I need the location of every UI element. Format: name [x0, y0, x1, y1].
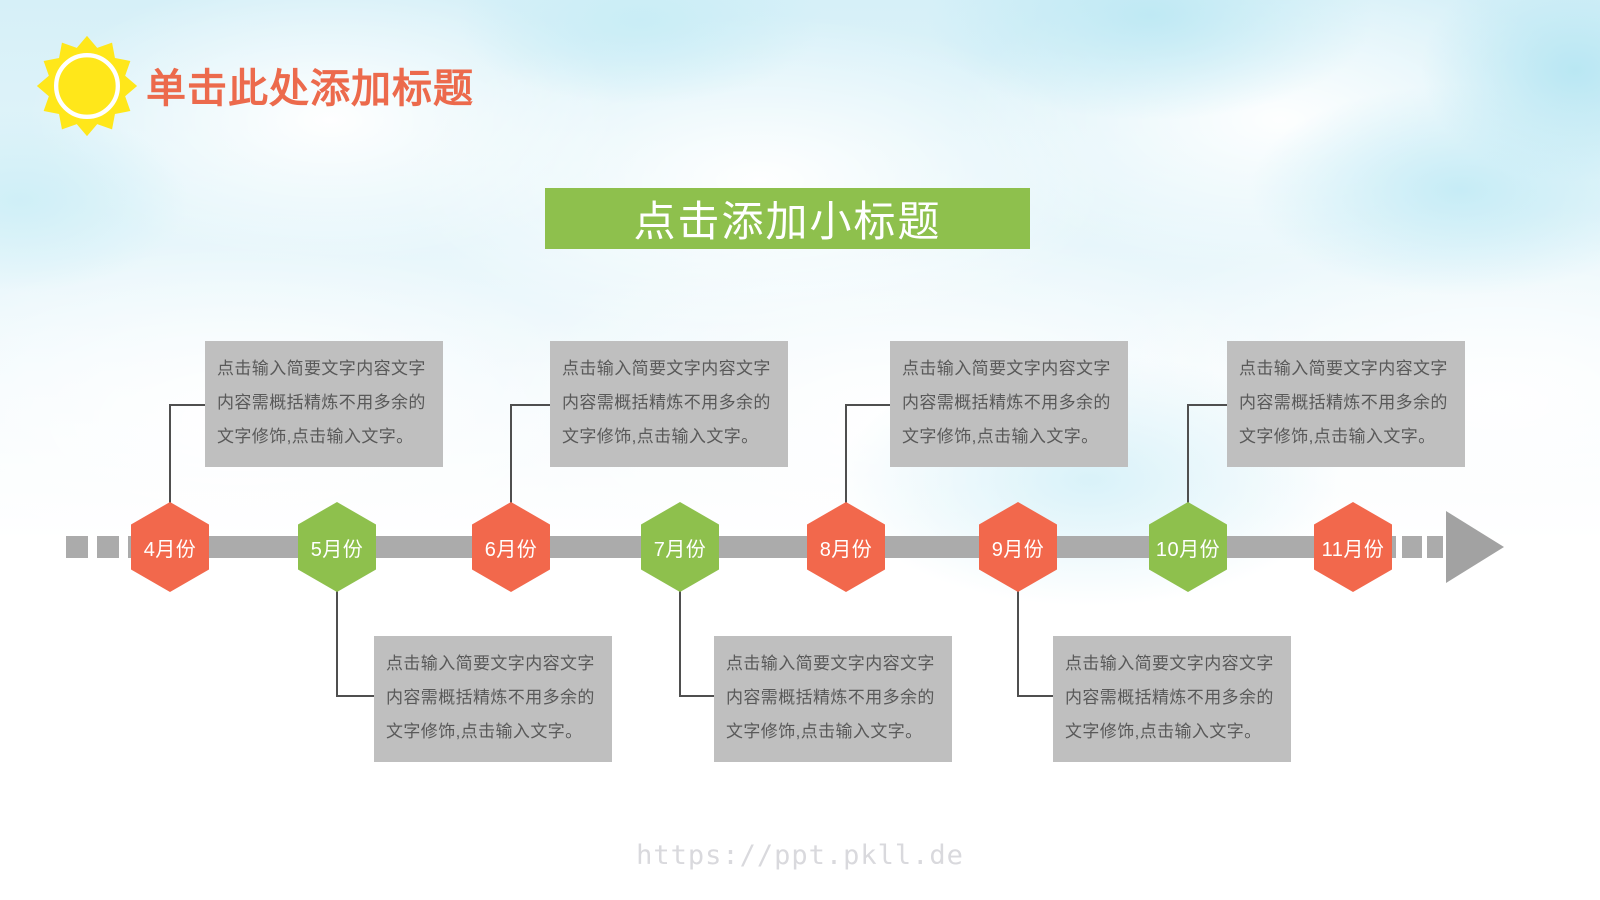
note-box-august[interactable]: 点击输入简要文字内容文字内容需概括精炼不用多余的文字修饰,点击输入文字。	[890, 341, 1128, 467]
connector-line	[1187, 404, 1189, 504]
milestone-hex-april[interactable]: 4月份	[131, 502, 209, 592]
milestone-label: 8月份	[819, 538, 873, 561]
timeline-dash	[97, 536, 119, 558]
milestone-hex-november[interactable]: 11月份	[1314, 502, 1392, 592]
milestone-label: 10月份	[1155, 538, 1221, 561]
subtitle-text: 点击添加小标题	[633, 198, 942, 245]
connector-line	[1017, 590, 1019, 697]
connector-line	[845, 404, 892, 406]
timeline-dash	[1427, 536, 1443, 558]
connector-line	[169, 404, 207, 406]
slide-title[interactable]: 单击此处添加标题	[146, 67, 474, 111]
note-box-october[interactable]: 点击输入简要文字内容文字内容需概括精炼不用多余的文字修饰,点击输入文字。	[1227, 341, 1465, 467]
watermark-url: https://ppt.pkll.de	[636, 840, 964, 871]
connector-line	[679, 590, 681, 697]
connector-line	[169, 404, 171, 504]
milestone-label: 4月份	[143, 538, 197, 561]
connector-line	[510, 404, 512, 504]
note-box-april[interactable]: 点击输入简要文字内容文字内容需概括精炼不用多余的文字修饰,点击输入文字。	[205, 341, 443, 467]
milestone-label: 7月份	[653, 538, 707, 561]
timeline-bar	[128, 536, 1396, 558]
timeline-arrow-icon	[1446, 511, 1504, 583]
milestone-hex-september[interactable]: 9月份	[979, 502, 1057, 592]
connector-line	[679, 695, 716, 697]
milestone-label: 6月份	[484, 538, 538, 561]
milestone-hex-august[interactable]: 8月份	[807, 502, 885, 592]
note-box-june[interactable]: 点击输入简要文字内容文字内容需概括精炼不用多余的文字修饰,点击输入文字。	[550, 341, 788, 467]
milestone-hex-july[interactable]: 7月份	[641, 502, 719, 592]
milestone-label: 5月份	[310, 538, 364, 561]
milestone-hex-may[interactable]: 5月份	[298, 502, 376, 592]
connector-line	[510, 404, 552, 406]
connector-line	[845, 404, 847, 504]
note-box-july[interactable]: 点击输入简要文字内容文字内容需概括精炼不用多余的文字修饰,点击输入文字。	[714, 636, 952, 762]
note-box-may[interactable]: 点击输入简要文字内容文字内容需概括精炼不用多余的文字修饰,点击输入文字。	[374, 636, 612, 762]
note-box-september[interactable]: 点击输入简要文字内容文字内容需概括精炼不用多余的文字修饰,点击输入文字。	[1053, 636, 1291, 762]
timeline-dash	[66, 536, 88, 558]
milestone-hex-october[interactable]: 10月份	[1149, 502, 1227, 592]
milestone-label: 11月份	[1321, 538, 1385, 561]
milestone-hex-june[interactable]: 6月份	[472, 502, 550, 592]
connector-line	[1017, 695, 1055, 697]
connector-line	[1187, 404, 1229, 406]
milestone-label: 9月份	[991, 538, 1045, 561]
subtitle-banner[interactable]: 点击添加小标题	[545, 188, 1030, 249]
timeline-dash	[1402, 536, 1422, 558]
connector-line	[336, 695, 376, 697]
sun-icon	[36, 35, 138, 137]
connector-line	[336, 590, 338, 697]
